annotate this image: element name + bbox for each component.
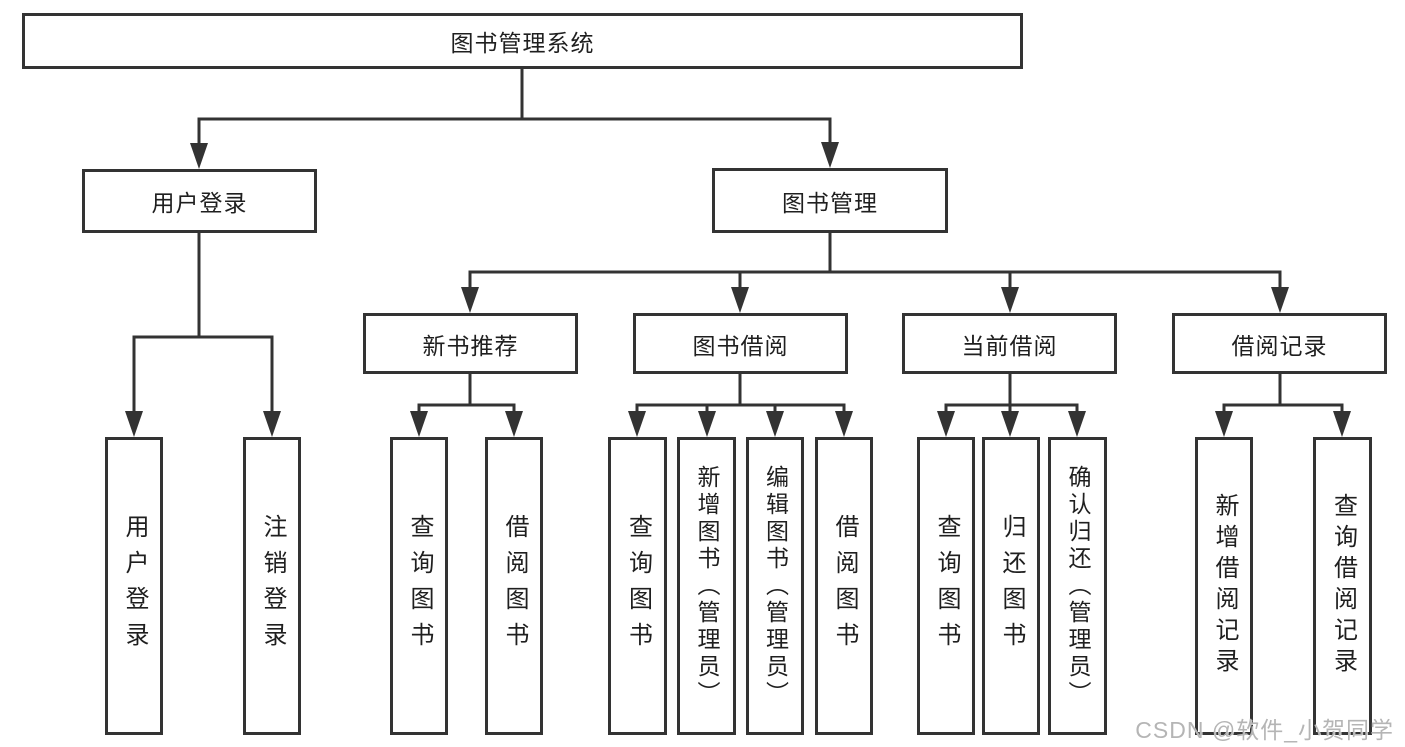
node-user-login: 用户登录 xyxy=(82,169,317,233)
leaf-logout: 注销登录 xyxy=(243,437,301,735)
leaf-edit-books-admin-label: 编辑图书（管理员） xyxy=(762,464,789,708)
leaf-borrow-books-recommend-label: 借阅图书 xyxy=(501,514,528,658)
leaf-return-books-label: 归还图书 xyxy=(998,514,1025,658)
node-borrowing-records-label: 借阅记录 xyxy=(1231,332,1328,359)
node-book-management-label: 图书管理 xyxy=(782,189,878,216)
leaf-search-books-recommend-label: 查询图书 xyxy=(406,514,433,658)
leaf-confirm-return-admin-label: 确认归还（管理员） xyxy=(1065,464,1091,708)
node-new-book-recommend: 新书推荐 xyxy=(363,313,578,374)
leaf-search-books-borrowing: 查询图书 xyxy=(608,437,667,735)
leaf-search-borrow-record: 查询借阅记录 xyxy=(1313,437,1372,735)
node-current-borrowing: 当前借阅 xyxy=(902,313,1117,374)
leaf-logout-label: 注销登录 xyxy=(259,514,286,658)
leaf-confirm-return-admin: 确认归还（管理员） xyxy=(1048,437,1107,735)
node-book-borrowing-label: 图书借阅 xyxy=(692,332,789,359)
leaf-search-books-borrowing-label: 查询图书 xyxy=(624,514,652,658)
leaf-add-books-admin-label: 新增图书（管理员） xyxy=(694,464,720,708)
leaf-edit-books-admin: 编辑图书（管理员） xyxy=(746,437,804,735)
leaf-search-books-current: 查询图书 xyxy=(917,437,975,735)
leaf-search-books-current-label: 查询图书 xyxy=(933,514,960,658)
leaf-search-books-recommend: 查询图书 xyxy=(390,437,448,735)
leaf-borrow-books-borrowing: 借阅图书 xyxy=(815,437,873,735)
node-user-login-label: 用户登录 xyxy=(151,190,248,216)
leaf-add-borrow-record: 新增借阅记录 xyxy=(1195,437,1253,735)
leaf-borrow-books-borrowing-label: 借阅图书 xyxy=(831,514,858,658)
watermark: CSDN @软件_小贺同学 xyxy=(1135,717,1394,743)
node-current-borrowing-label: 当前借阅 xyxy=(961,332,1058,359)
node-library-system: 图书管理系统 xyxy=(22,13,1023,69)
node-library-system-label: 图书管理系统 xyxy=(450,30,595,56)
leaf-user-login: 用户登录 xyxy=(105,437,163,735)
leaf-user-login-label: 用户登录 xyxy=(121,514,148,658)
arrowheads xyxy=(125,142,1351,437)
leaf-add-borrow-record-label: 新增借阅记录 xyxy=(1211,493,1238,679)
node-new-book-recommend-label: 新书推荐 xyxy=(422,332,519,359)
node-book-management: 图书管理 xyxy=(712,168,948,233)
leaf-return-books: 归还图书 xyxy=(982,437,1040,735)
leaf-borrow-books-recommend: 借阅图书 xyxy=(485,437,543,735)
leaf-add-books-admin: 新增图书（管理员） xyxy=(677,437,736,735)
node-book-borrowing: 图书借阅 xyxy=(633,313,848,374)
leaf-search-borrow-record-label: 查询借阅记录 xyxy=(1329,493,1357,679)
node-borrowing-records: 借阅记录 xyxy=(1172,313,1387,374)
